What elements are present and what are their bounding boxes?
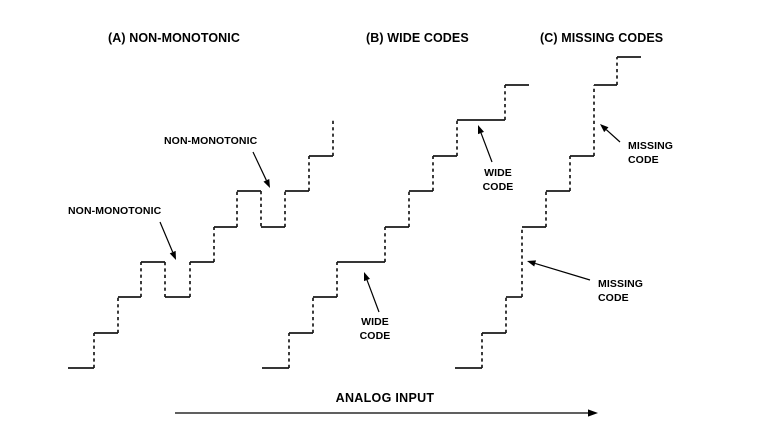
analog-input-axis-arrowhead [588,409,598,417]
staircase-panel-a [68,120,334,369]
analog-input-label: ANALOG INPUT [336,391,435,405]
annotation-arrow-non-monotonic-lower-line [159,221,174,253]
annotation-arrow-missing-code-upper-head [600,124,609,133]
annotation-arrow-missing-code-upper-line [605,129,621,143]
annotation-arrow-missing-code-lower-head [527,260,537,267]
staircase-panel-b [262,84,529,369]
annotation-arrow-wide-code-upper-head [478,125,485,135]
title-layer: (A) NON-MONOTONIC (B) WIDE CODES (C) MISSI… [108,31,663,45]
panel-title-panel-a: (A) NON-MONOTONIC [108,31,240,45]
staircase-panel-c [455,56,641,369]
annotation-arrow-non-monotonic-upper-head [263,178,270,188]
annotation-label-non-monotonic-upper: NON-MONOTONIC [164,135,258,147]
panel-title-panel-b: (B) WIDE CODES [366,31,469,45]
annotation-label-non-monotonic-lower: NON-MONOTONIC [68,205,162,217]
annotation-arrow-non-monotonic-upper-line [252,151,267,181]
annotation-arrow-missing-code-lower-line [534,262,591,281]
axis-layer: ANALOG INPUT [175,391,598,417]
annotation-non-monotonic-upper: NON-MONOTONIC [164,135,270,188]
annotation-arrow-wide-code-lower-head [363,272,370,282]
annotation-arrow-non-monotonic-lower-head [169,250,176,260]
annotation-arrow-wide-code-upper-line [480,132,493,163]
annotation-non-monotonic-lower: NON-MONOTONIC [68,205,176,260]
staircase-layer [68,56,641,369]
annotation-arrow-wide-code-lower-line [366,279,380,313]
panel-title-panel-c: (C) MISSING CODES [540,31,663,45]
